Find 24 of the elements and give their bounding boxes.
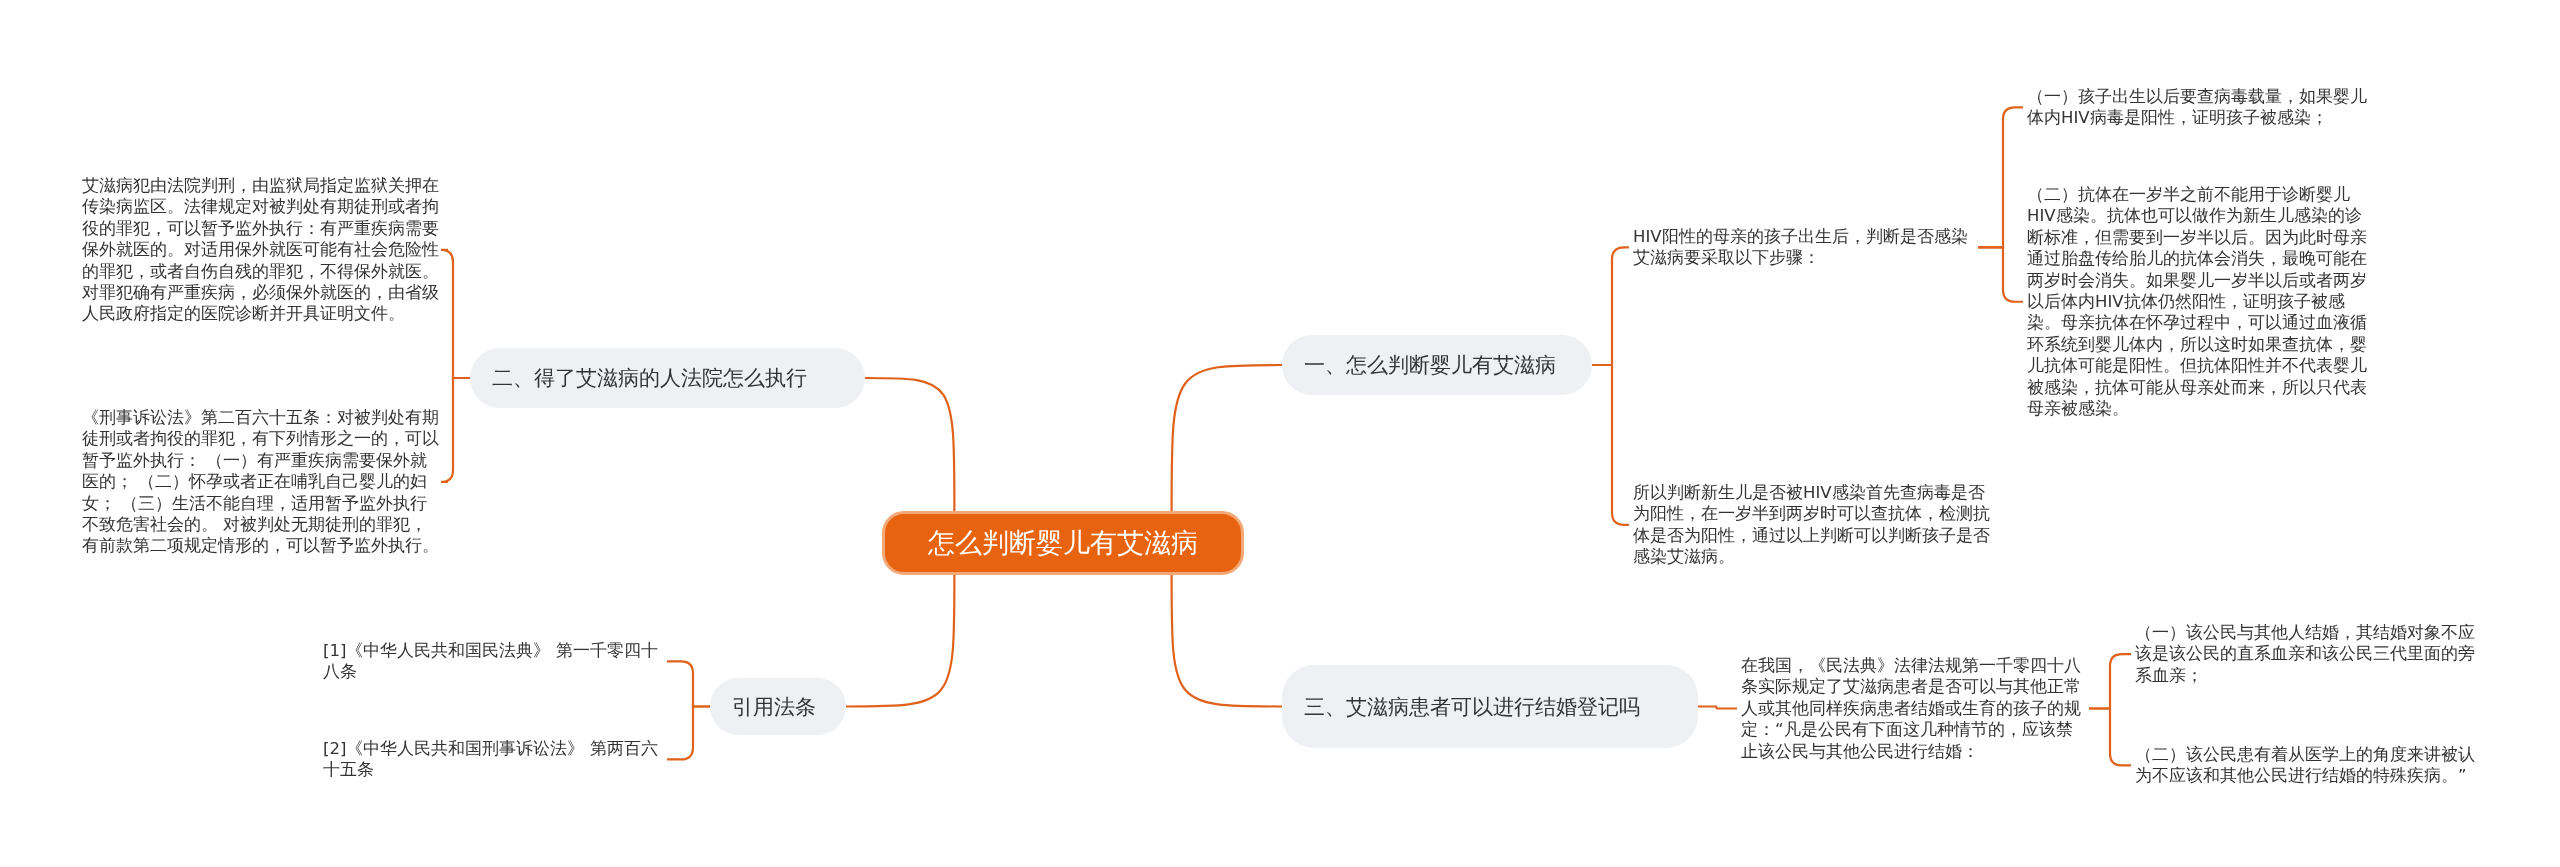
note-text: （一）该公民与其他人结婚，其结婚对象不应该是该公民的直系血亲和该公民三代里面的旁系血亲； xyxy=(2135,622,2485,687)
note-text: 在我国，《民法典》法律法规第一千零四十八条实际规定了艾滋病患者是否可以与其他正常人或其他同样疾病患者结婚或生育的孩子的规定：“凡是公民有下面这几种情节的，应该禁止该公民与其他公民进行结婚： xyxy=(1741,655,2089,763)
note-text: （二）该公民患有着从医学上的角度来讲被认为不应该和其他公民进行结婚的特殊疾病。” xyxy=(2135,744,2485,787)
topic-label: 二、得了艾滋病的人法院怎么执行 xyxy=(492,365,807,392)
note-text: HIV阳性的母亲的孩子出生后，判断是否感染艾滋病要采取以下步骤： xyxy=(1633,226,1978,269)
topic-label: 三、艾滋病患者可以进行结婚登记吗 xyxy=(1304,693,1640,721)
topic-label: 引用法条 xyxy=(732,693,816,721)
note-text: （二）抗体在一岁半之前不能用于诊断婴儿HIV感染。抗体也可以做作为新生儿感染的诊断标准，但需要到一岁半以后。因为此时母亲通过胎盘传给胎儿的抗体会消失，最晚可能在两岁时会消失。如果婴儿一岁半以后或者两岁以后体内HIV抗体仍然阳性，证明孩子被感染。母亲抗体在怀孕过程中，可以通过血液循环系统到婴儿体内，所以这时如果查抗体，婴儿抗体可能是阳性。但抗体阳性并不代表婴儿被感染，抗体可能从母亲处而来，所以只代表母亲被感染。 xyxy=(2027,184,2377,420)
connector-line xyxy=(865,376,956,511)
topic-label: 一、怎么判断婴儿有艾滋病 xyxy=(1304,352,1556,379)
note-text: 艾滋病犯由法院判刑，由监狱局指定监狱关押在传染病监区。法律规定对被判处有期徒刑或者拘役的罪犯，可以暂予监外执行：有严重疾病需要保外就医的。对适用保外就医可能有社会危险性的罪犯，或者自伤自残的罪犯，不得保外就医。对罪犯确有严重疾病，必须保外就医的，由省级人民政府指定的医院诊断并开具证明文件。 xyxy=(82,175,444,325)
note-text: 所以判断新生儿是否被HIV感染首先查病毒是否为阳性，在一岁半到两岁时可以查抗体，检测抗体是否为阳性，通过以上判断可以判断孩子是否感染艾滋病。 xyxy=(1633,482,1993,568)
connector-line xyxy=(846,575,956,708)
note-text: 《刑事诉讼法》第二百六十五条：对被判处有期徒刑或者拘役的罪犯，有下列情形之一的，可以暂予监外执行： （一）有严重疾病需要保外就医的； （二）怀孕或者正在哺乳自己婴儿的妇女； （三）生活不能自理，适用暂予监外执行不致危害社会的。 对被判处无期徒刑的罪犯，有前款第二项规定情形的，可以暂予监外执行。 xyxy=(82,407,444,557)
topic-pill xyxy=(710,678,846,735)
topic-pill xyxy=(1282,665,1698,748)
connector-line xyxy=(1170,575,1282,708)
topic-label: 怎么判断婴儿有艾滋病 xyxy=(928,526,1198,560)
central-topic xyxy=(882,511,1244,575)
note-text: （一）孩子出生以后要查病毒载量，如果婴儿体内HIV病毒是阳性，证明孩子被感染； xyxy=(2027,86,2377,129)
note-text: [1]《中华人民共和国民法典》 第一千零四十八条 xyxy=(323,640,663,683)
connector-line xyxy=(1170,363,1282,511)
connector-line xyxy=(1698,705,1737,710)
note-text: [2]《中华人民共和国刑事诉讼法》 第两百六十五条 xyxy=(323,738,663,781)
